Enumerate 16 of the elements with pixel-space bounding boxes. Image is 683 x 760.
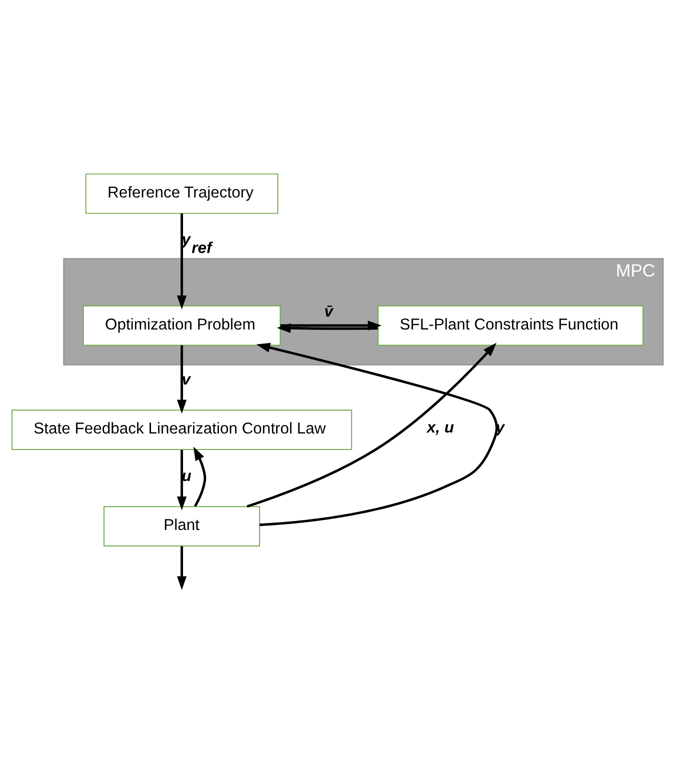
node-box: SFL-Plant Constraints Function <box>378 304 644 346</box>
node-box: State Feedback Linearization Control Law <box>12 409 352 450</box>
arrow <box>176 546 187 590</box>
node-box: Plant <box>104 506 260 546</box>
edge-label: v̄ <box>324 302 334 320</box>
arrow <box>193 446 206 506</box>
arrow <box>176 449 187 510</box>
arrow <box>276 322 378 332</box>
node-box: Reference Trajectory <box>85 172 278 214</box>
arrow <box>280 320 382 330</box>
edge-label: v <box>182 370 191 388</box>
edge-label: x, u <box>426 419 454 436</box>
node-box: Optimization Problem <box>82 304 281 346</box>
arrow <box>176 344 187 414</box>
arrow <box>176 213 187 309</box>
edge-label: u <box>182 467 192 484</box>
